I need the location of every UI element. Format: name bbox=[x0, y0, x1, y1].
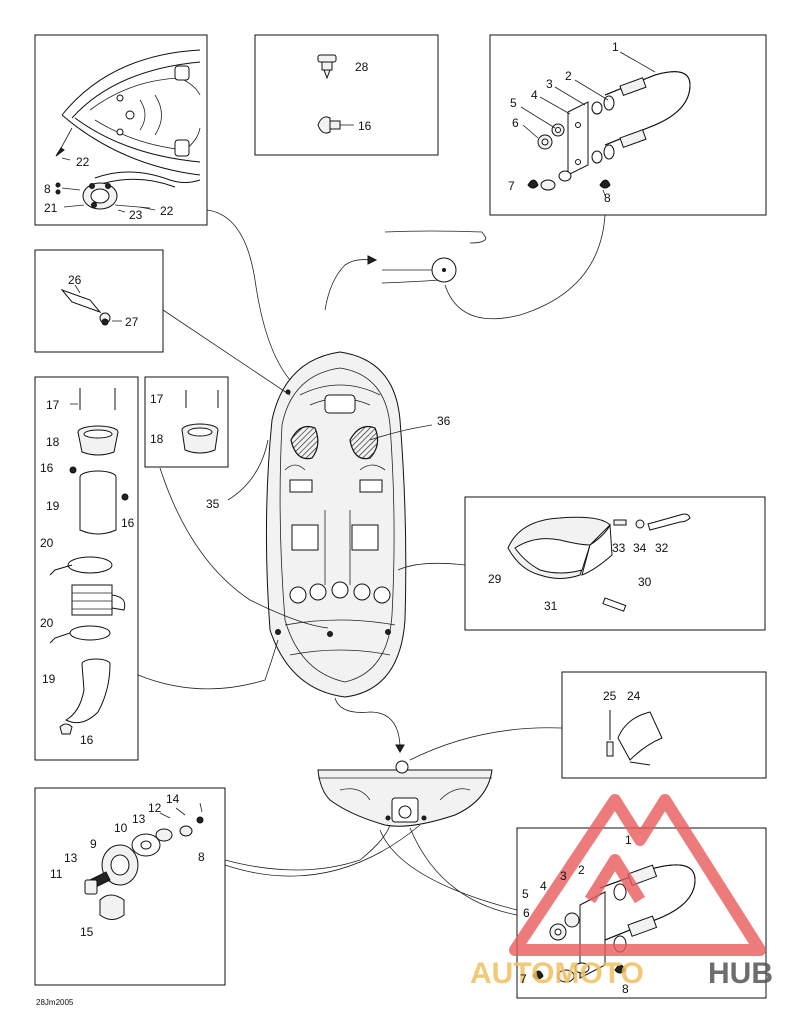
callout-3: 3 bbox=[560, 869, 567, 883]
ski-guard-assembly bbox=[507, 513, 691, 612]
connector-lines bbox=[137, 209, 606, 916]
callout-33: 33 bbox=[612, 541, 626, 555]
clamp-24-25 bbox=[606, 710, 663, 766]
callout-20: 20 bbox=[40, 536, 54, 550]
callout-8: 8 bbox=[44, 182, 51, 196]
callout-34: 34 bbox=[633, 541, 647, 555]
pin-26 bbox=[60, 288, 111, 326]
callout-19: 19 bbox=[46, 499, 60, 513]
callout-25: 25 bbox=[603, 689, 617, 703]
hose-assembly-left bbox=[49, 388, 129, 735]
callout-5: 5 bbox=[510, 96, 517, 110]
callout-35: 35 bbox=[206, 497, 220, 511]
callout-14: 14 bbox=[166, 792, 180, 806]
callout-12: 12 bbox=[148, 801, 162, 815]
plug-16 bbox=[317, 116, 341, 134]
drain-plug-assembly bbox=[84, 802, 204, 920]
hull-stern-view bbox=[317, 760, 493, 827]
callout-11: 11 bbox=[50, 867, 63, 881]
callout-8: 8 bbox=[604, 191, 611, 205]
callout-18: 18 bbox=[150, 432, 164, 446]
u-bolt-assembly-bottom bbox=[532, 864, 696, 983]
callout-8: 8 bbox=[198, 850, 205, 864]
callout-10: 10 bbox=[114, 821, 128, 835]
callout-16: 16 bbox=[40, 461, 54, 475]
callout-31: 31 bbox=[544, 599, 558, 613]
nose-bracket-23 bbox=[82, 182, 118, 210]
callout-1: 1 bbox=[612, 40, 619, 54]
callout-19: 19 bbox=[42, 672, 56, 686]
callout-17: 17 bbox=[46, 398, 60, 412]
diagram-code: 28Jm2005 bbox=[36, 998, 74, 1007]
frame-left-a bbox=[34, 376, 139, 761]
callout-8: 8 bbox=[622, 982, 629, 996]
frame-middle-right bbox=[464, 496, 766, 631]
frame-left-b bbox=[144, 376, 229, 468]
frame-top-right bbox=[489, 34, 767, 216]
callout-6: 6 bbox=[512, 116, 519, 130]
watermark-logo: AUTOMOTO HUB bbox=[470, 794, 773, 990]
watermark-word-1: AUTOMOTO bbox=[470, 957, 644, 990]
callout-22: 22 bbox=[160, 204, 174, 218]
callout-4: 4 bbox=[531, 88, 538, 102]
callout-7: 7 bbox=[508, 179, 515, 193]
callout-9: 9 bbox=[90, 837, 97, 851]
callout-17: 17 bbox=[150, 392, 164, 406]
watermark-word-2: HUB bbox=[708, 957, 773, 990]
callout-24: 24 bbox=[627, 689, 641, 703]
callout-16: 16 bbox=[80, 733, 94, 747]
callout-28: 28 bbox=[355, 60, 369, 74]
screw-28 bbox=[317, 54, 337, 80]
callout-32: 32 bbox=[655, 541, 669, 555]
callout-16: 16 bbox=[121, 516, 135, 530]
callout-18: 18 bbox=[46, 435, 60, 449]
hull-top-view bbox=[265, 351, 407, 698]
frame-bottom-left bbox=[34, 787, 226, 986]
callout-30: 30 bbox=[638, 575, 652, 589]
callout-20: 20 bbox=[40, 616, 54, 630]
callout-36: 36 bbox=[437, 414, 451, 428]
callout-15: 15 bbox=[80, 925, 94, 939]
callout-22: 22 bbox=[76, 155, 90, 169]
callout-13: 13 bbox=[64, 851, 78, 865]
callout-13: 13 bbox=[132, 812, 146, 826]
callout-2: 2 bbox=[565, 69, 572, 83]
callout-5: 5 bbox=[522, 887, 529, 901]
frame-right-bottom bbox=[561, 671, 767, 779]
callout-29: 29 bbox=[488, 572, 502, 586]
callout-27: 27 bbox=[125, 315, 139, 329]
frame-top-left bbox=[34, 34, 208, 226]
callout-1: 1 bbox=[625, 833, 632, 847]
callout-2: 2 bbox=[578, 863, 585, 877]
hose-connector-b bbox=[181, 390, 219, 454]
callout-23: 23 bbox=[129, 208, 143, 222]
callout-4: 4 bbox=[540, 879, 547, 893]
callout-7: 7 bbox=[520, 972, 527, 986]
callout-16: 16 bbox=[358, 119, 372, 133]
hull-nose-detail bbox=[61, 49, 201, 188]
callout-3: 3 bbox=[546, 77, 553, 91]
callout-21: 21 bbox=[44, 201, 58, 215]
callout-26: 26 bbox=[68, 273, 82, 287]
callout-6: 6 bbox=[523, 906, 530, 920]
frame-top-middle bbox=[254, 34, 439, 156]
frame-middle-left bbox=[34, 249, 164, 353]
